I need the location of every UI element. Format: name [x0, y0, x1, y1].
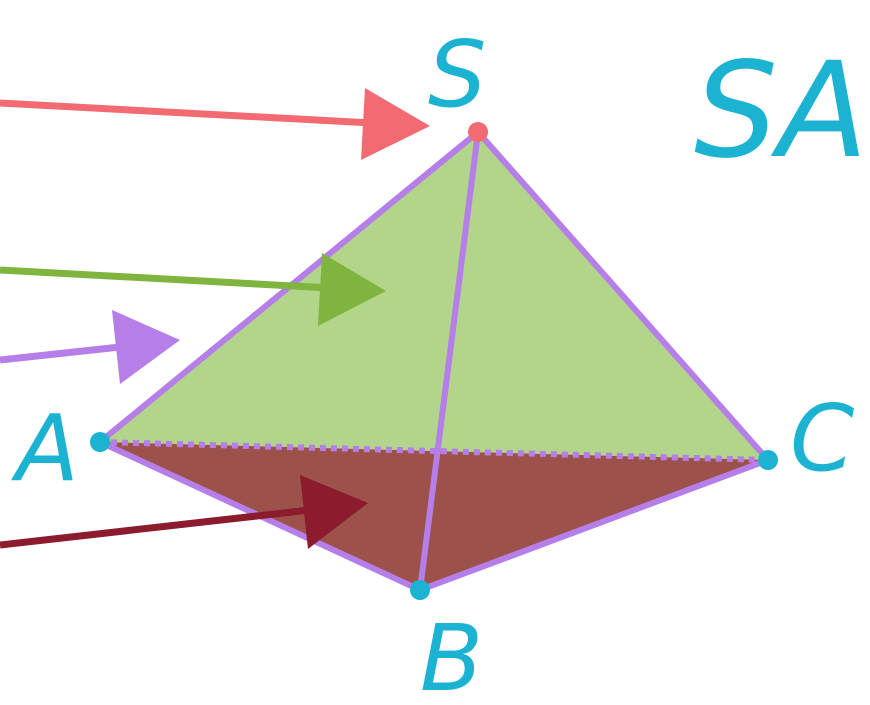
edge-ac-hidden — [99, 439, 769, 463]
vertex-dot-s — [468, 122, 488, 142]
edge-sc — [475, 129, 771, 463]
vertex-label-b: B — [420, 605, 483, 705]
arrow-to-vertex — [0, 88, 430, 160]
arrow-to-face — [0, 253, 386, 326]
edge-sb — [417, 129, 481, 593]
face-sac — [100, 132, 768, 460]
vertex-dot-b — [410, 580, 430, 600]
vertex-dot-a — [90, 432, 110, 452]
arrow-to-base — [0, 475, 368, 549]
face-abc — [100, 442, 768, 590]
edge-bc — [417, 457, 771, 593]
arrow-to-edge — [0, 310, 180, 384]
title-fragment: SAI — [694, 34, 870, 188]
vertex-dot-c — [758, 450, 778, 470]
vertex-label-c: C — [790, 385, 854, 492]
vertex-label-a: A — [11, 395, 79, 502]
vertex-label-s: S — [428, 21, 486, 128]
